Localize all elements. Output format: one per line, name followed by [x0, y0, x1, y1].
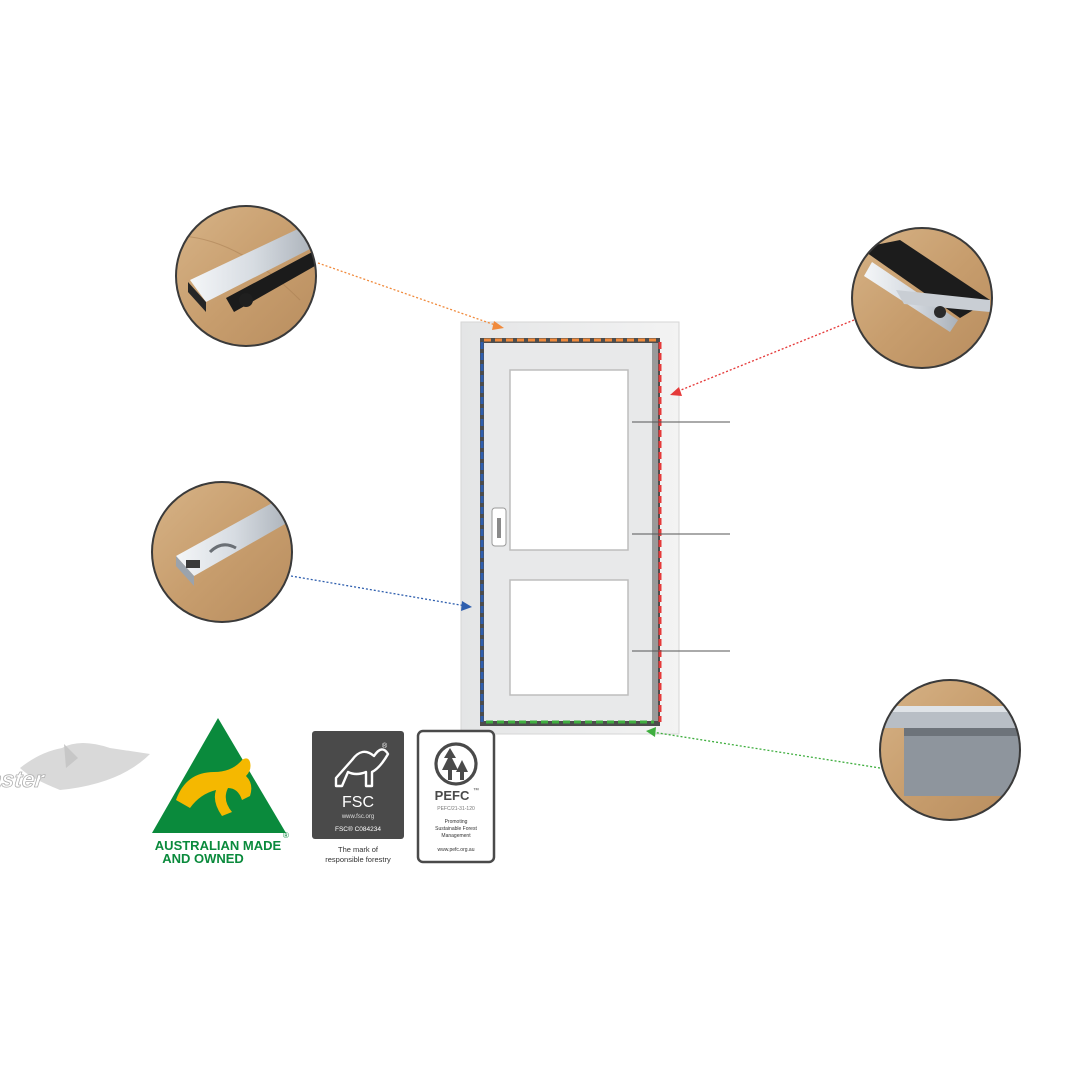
connector-hinge-seal	[290, 575, 472, 611]
fsc-tagline-2: responsible forestry	[325, 855, 391, 864]
australian-made-registered: ®	[283, 831, 289, 840]
door-panel-upper	[509, 369, 629, 551]
fsc-code: FSC® C084234	[335, 825, 381, 833]
door-handle-lever	[497, 518, 501, 538]
top-seal-photo	[175, 205, 317, 347]
ecomaster-logo: ecoMaster	[0, 743, 150, 792]
australian-made-line1: AUSTRALIAN MADE	[155, 838, 282, 853]
pefc-code: PEFC/21-31-120	[437, 806, 475, 812]
door-illustration	[460, 321, 680, 735]
latch-seal-photo	[851, 227, 993, 369]
fsc-mark: ®	[382, 742, 388, 750]
fsc-tree-icon	[334, 748, 390, 788]
pefc-circle-icon	[434, 742, 478, 786]
connector-top-seal	[317, 262, 504, 330]
door-leaf-edge	[652, 343, 658, 721]
pefc-name: PEFC	[435, 788, 470, 803]
door-panel-lower	[509, 579, 629, 696]
bottom-seal-photo	[879, 679, 1021, 821]
pefc-line1: Promoting	[445, 819, 468, 825]
pefc-line3: Management	[441, 833, 471, 839]
fsc-tagline-1: The mark of	[338, 845, 379, 854]
australian-made-line2: AND OWNED	[162, 851, 244, 866]
pefc-line2: Sustainable Forest	[435, 826, 477, 832]
pefc-tm: ™	[473, 787, 479, 794]
pefc-tree-icon	[442, 748, 468, 780]
ecomaster-logo-text: ecoMaster	[0, 766, 47, 792]
fsc-logo: ® FSC www.fsc.org FSC® C084234 The mark …	[312, 731, 404, 864]
pefc-url: www.pefc.org.au	[438, 847, 475, 853]
hinge-markers	[632, 421, 730, 652]
fsc-url: www.fsc.org	[341, 814, 374, 820]
connector-latch-seal	[670, 319, 855, 396]
pefc-logo: PEFC ™ PEFC/21-31-120 Promoting Sustaina…	[416, 729, 496, 864]
connector-bottom-seal	[646, 727, 881, 769]
kangaroo-icon	[176, 758, 252, 816]
fsc-name: FSC	[342, 794, 374, 811]
australian-made-logo: ® AUSTRALIAN MADE AND OWNED	[152, 718, 289, 866]
hinge-seal-photo	[151, 481, 293, 623]
fsc-logo-badge	[312, 731, 404, 839]
